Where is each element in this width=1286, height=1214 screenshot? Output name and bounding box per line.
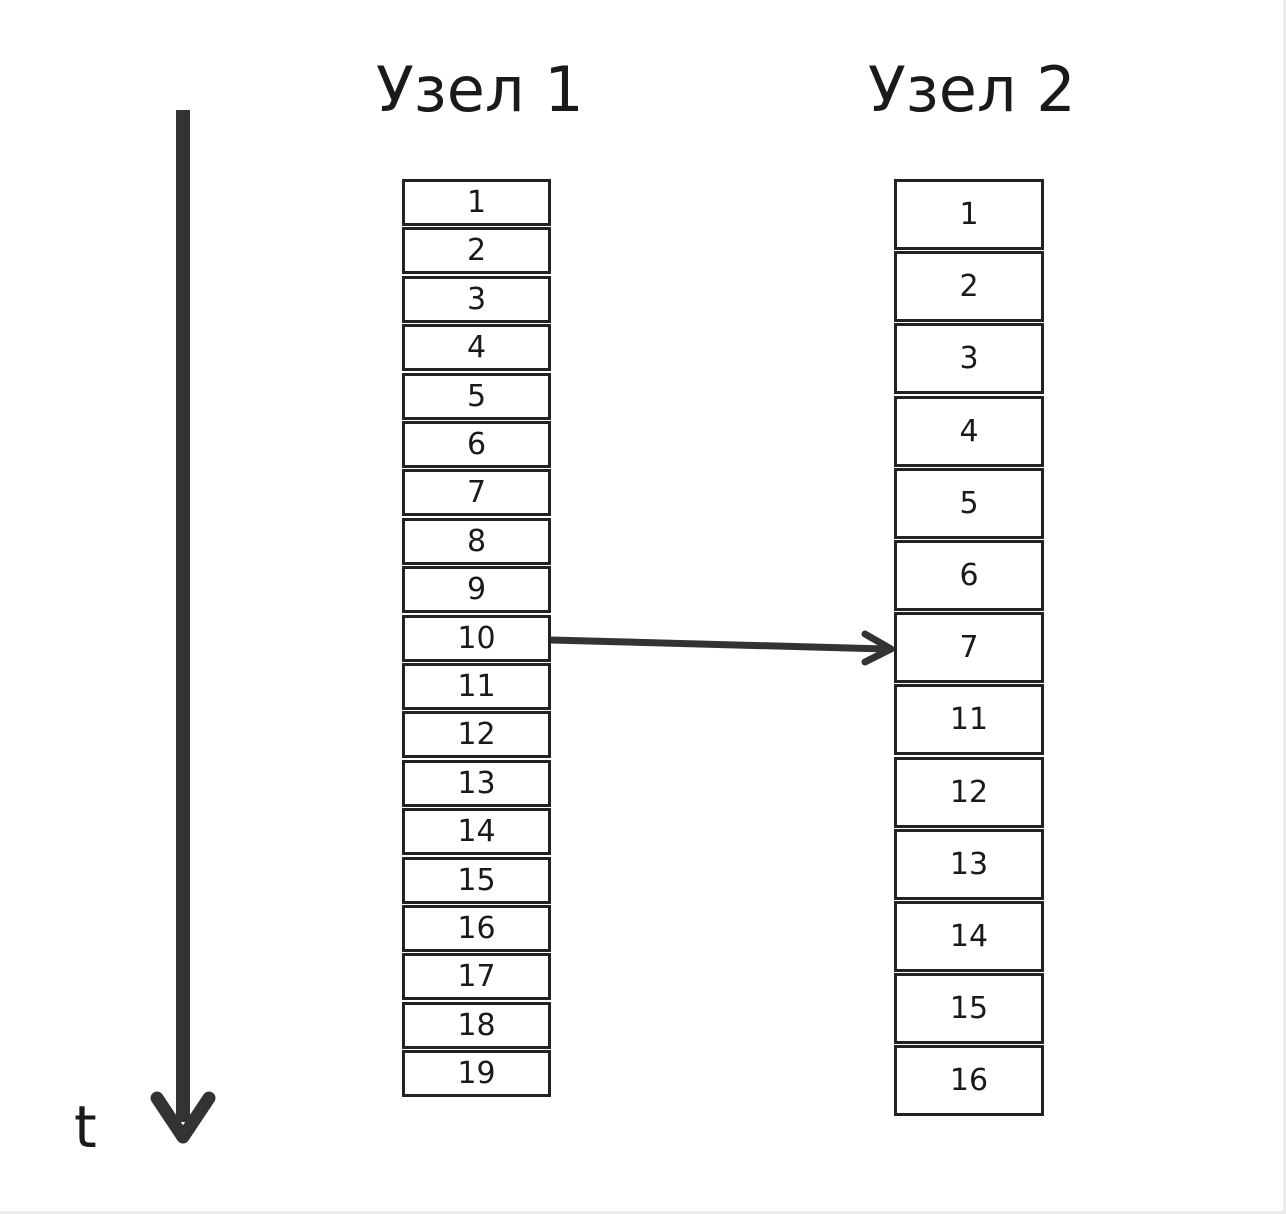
replication-arrow-line <box>550 636 887 653</box>
log-entry: 5 <box>894 467 1044 539</box>
replication-arrow-head <box>861 630 895 666</box>
time-axis-label: t <box>74 1093 97 1161</box>
log-entry: 2 <box>402 227 551 275</box>
log-entry: 2 <box>894 251 1044 323</box>
log-entry: 1 <box>894 179 1044 250</box>
log-entry: 7 <box>402 469 551 517</box>
replication-arrow <box>550 630 895 666</box>
log-entry: 16 <box>402 905 551 952</box>
log-entry: 10 <box>402 614 551 662</box>
log-entry: 11 <box>402 663 551 710</box>
log-entry: 16 <box>894 1045 1044 1117</box>
log-entry: 4 <box>402 324 551 372</box>
log-entry: 5 <box>402 372 551 420</box>
log-entry: 7 <box>894 612 1044 684</box>
node-1-title: Узел 1 <box>376 53 584 126</box>
log-entry: 19 <box>402 1050 551 1098</box>
log-entry: 6 <box>894 540 1044 611</box>
log-entry: 3 <box>402 275 551 323</box>
log-entry: 3 <box>894 323 1044 395</box>
log-entry: 6 <box>402 421 551 468</box>
log-entry: 15 <box>894 973 1044 1045</box>
log-entry: 12 <box>894 756 1044 828</box>
log-entry: 8 <box>402 517 551 565</box>
log-entry: 13 <box>894 828 1044 900</box>
time-axis-arrowhead <box>150 1091 216 1144</box>
node-2-title: Узел 2 <box>868 53 1076 126</box>
log-entry: 4 <box>894 395 1044 467</box>
log-entry: 12 <box>402 711 551 759</box>
log-entry: 15 <box>402 856 551 904</box>
log-entry: 17 <box>402 953 551 1001</box>
log-entry: 9 <box>402 566 551 614</box>
log-entry: 13 <box>402 759 551 807</box>
log-entry: 1 <box>402 179 551 226</box>
log-entry: 18 <box>402 1001 551 1049</box>
log-entry: 14 <box>894 901 1044 972</box>
log-entry: 14 <box>402 808 551 856</box>
log-entry: 11 <box>894 684 1044 756</box>
time-axis-arrow <box>150 110 216 1144</box>
